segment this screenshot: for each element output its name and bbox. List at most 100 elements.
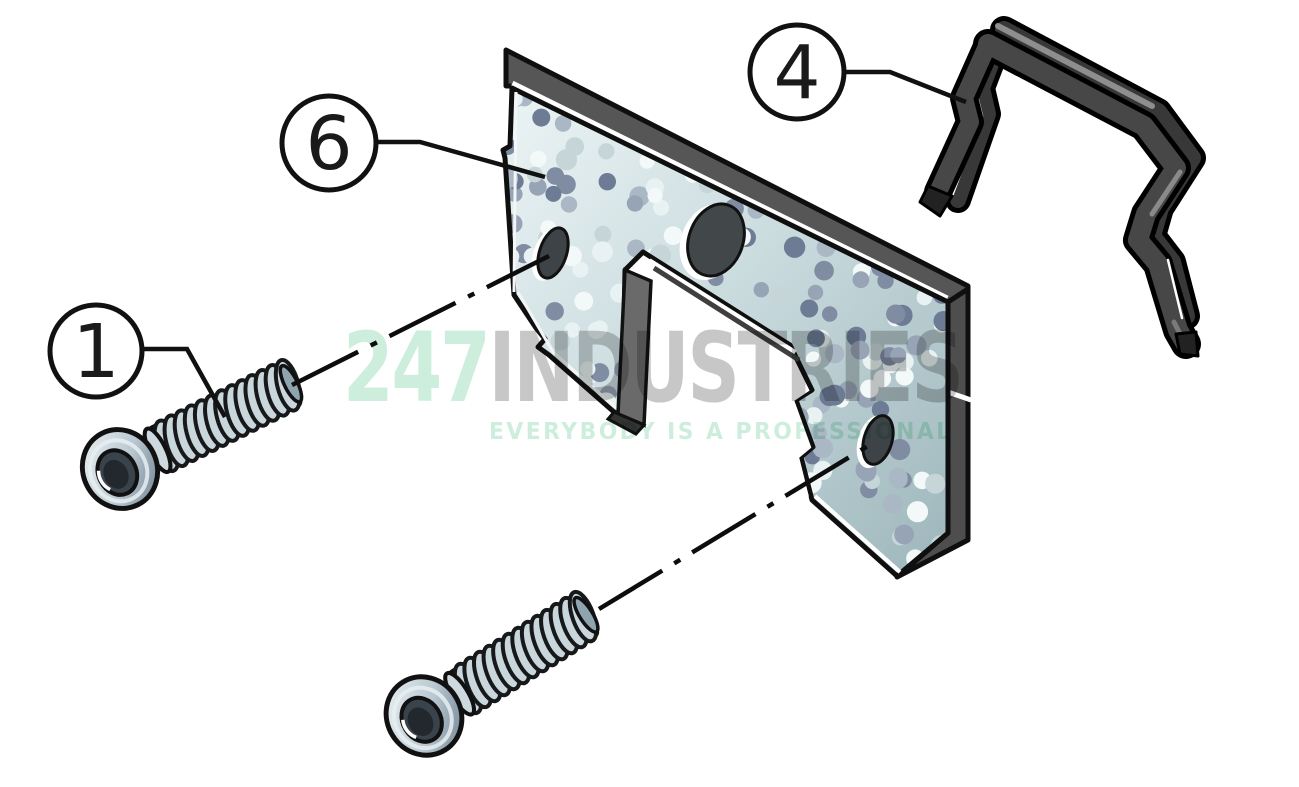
speckle-dot	[684, 88, 705, 91]
speckle-dot	[906, 121, 927, 143]
speckle-dot	[572, 261, 589, 278]
callout-6-balloon[interactable]	[279, 93, 379, 193]
speckle-dot	[720, 326, 738, 344]
speckle-dot	[708, 505, 728, 525]
speckle-dot	[572, 447, 590, 465]
speckle-dot	[819, 386, 839, 407]
speckle-dot	[889, 438, 911, 461]
speckle-dot	[503, 106, 509, 123]
speckle-dot	[554, 115, 572, 132]
speckle-dot	[805, 407, 823, 425]
speckle-dot	[787, 572, 808, 576]
speckle-dot	[769, 442, 786, 460]
speckle-dot	[810, 424, 828, 441]
hole-right	[856, 414, 895, 469]
screw-socket-depth	[103, 459, 129, 489]
speckle-dot	[559, 487, 576, 505]
speckle-dot	[580, 361, 596, 377]
speckle-dot	[871, 400, 890, 419]
speckle-dot	[738, 561, 758, 576]
speckle-dot	[701, 392, 717, 409]
callout-1[interactable]: 1	[47, 302, 227, 419]
notch-top-back-edge	[652, 265, 801, 363]
speckle-dot	[850, 340, 870, 360]
speckle-dot	[869, 113, 891, 134]
callout-4-balloon[interactable]	[747, 22, 847, 122]
speckle-dot	[581, 68, 598, 85]
speckle-dot	[872, 158, 891, 176]
screw-head-highlight	[88, 438, 150, 504]
callout-1-number: 1	[72, 309, 119, 395]
callout-6[interactable]: 6	[279, 93, 546, 193]
speckle-dot	[655, 529, 677, 551]
speckle-dot	[623, 545, 645, 567]
speckle-dot	[534, 532, 550, 548]
speckle-dot	[937, 227, 948, 247]
speckle-dot	[714, 348, 730, 365]
speckle-dot	[509, 536, 528, 556]
speckle-dot	[530, 150, 547, 168]
speckle-dot	[684, 385, 706, 407]
speckle-dot	[543, 421, 560, 438]
speckle-dot	[573, 404, 589, 421]
speckle-dot	[598, 173, 616, 191]
speckle-dot	[541, 425, 561, 445]
speckle-dot	[921, 349, 938, 367]
speckle-dot	[748, 555, 767, 574]
speckle-dot	[798, 140, 815, 157]
speckle-dot	[686, 371, 702, 388]
speckle-dot	[935, 64, 952, 81]
callout-1-balloon[interactable]	[47, 302, 145, 400]
speckle-dot	[692, 343, 710, 361]
speckle-dot	[753, 468, 770, 484]
speckle-dot	[592, 320, 608, 337]
speckle-dot	[807, 284, 824, 301]
speckle-dot	[858, 463, 877, 482]
speckle-dot	[677, 356, 698, 377]
speckle-dot	[695, 103, 711, 119]
speckle-dot	[620, 88, 637, 98]
speckle-dot	[889, 468, 908, 487]
speckle-dot	[751, 402, 769, 419]
speckle-dot	[679, 490, 697, 507]
screw-part-1	[79, 357, 304, 511]
speckle-dot	[532, 108, 551, 127]
speckle-dot	[503, 93, 510, 111]
speckle-dot	[799, 175, 818, 194]
speckle-dot	[686, 419, 703, 436]
speckle-dot	[505, 569, 524, 576]
speckle-dot	[762, 411, 779, 428]
speckle-dot	[822, 306, 838, 322]
speckle-dot	[574, 291, 594, 311]
speckle-dot	[771, 421, 792, 441]
speckle-dot	[894, 524, 914, 545]
speckle-dot	[728, 110, 749, 130]
callout-4[interactable]: 4	[747, 22, 967, 122]
speckle-dot	[825, 344, 845, 364]
plate-left-edge-highlight	[512, 91, 518, 293]
speckle-dot	[571, 524, 590, 543]
speckle-dot	[565, 137, 585, 156]
speckle-dot	[906, 335, 927, 356]
speckle-dot	[776, 171, 793, 189]
speckle-dot	[529, 178, 547, 196]
speckle-dot	[821, 549, 842, 570]
plate-part	[500, 47, 972, 580]
centerline-screw-1	[290, 253, 551, 388]
speckle-dot	[740, 528, 760, 548]
speckle-dot	[754, 528, 770, 544]
speckle-dot	[594, 225, 612, 243]
speckle-dot	[545, 302, 564, 321]
speckle-dot	[783, 236, 806, 258]
speckle-dot	[558, 518, 576, 536]
speckle-dot	[781, 508, 798, 525]
speckle-dot	[545, 185, 562, 202]
speckle-dot	[877, 272, 894, 289]
speckle-dot	[890, 347, 907, 364]
speckle-dot	[806, 570, 823, 576]
speckle-dot	[651, 289, 672, 310]
speckle-dot	[879, 191, 901, 213]
speckle-dot	[572, 551, 590, 568]
notch-left-wall	[616, 267, 653, 428]
clip-right-foot	[1174, 330, 1200, 358]
